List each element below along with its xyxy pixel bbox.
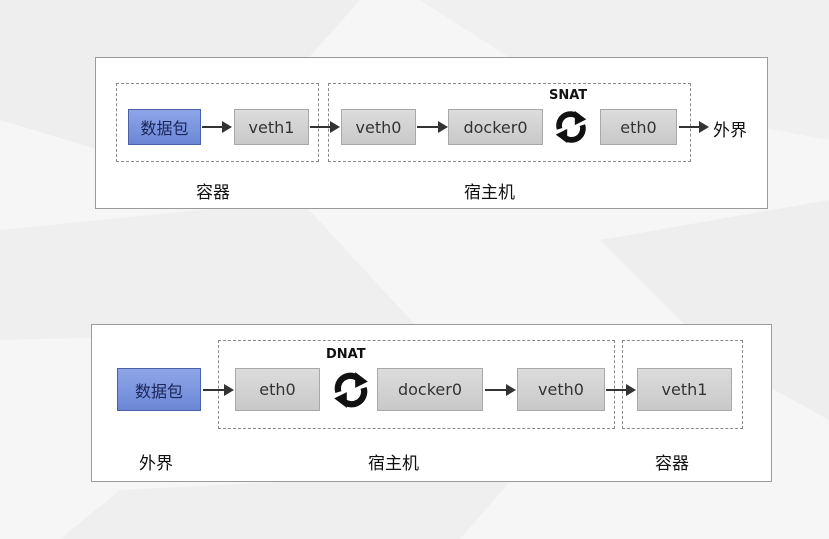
- arrow-docker0-to-veth0: [485, 384, 516, 396]
- docker0-node: docker0: [448, 109, 543, 145]
- veth1-node: veth1: [234, 109, 309, 145]
- arrow-packet-to-veth1: [202, 121, 232, 133]
- host-caption: 宿主机: [368, 454, 419, 474]
- container-group: [622, 340, 743, 429]
- dnat-diagram-panel: 数据包 eth0 DNAT docker0 veth0 veth1 外界 宿主机…: [91, 324, 772, 482]
- eth0-node: eth0: [235, 368, 320, 411]
- packet-node: 数据包: [128, 109, 201, 145]
- veth1-node: veth1: [637, 368, 732, 411]
- cycle-arrows-icon: [334, 372, 368, 408]
- veth0-node: veth0: [341, 109, 416, 145]
- dnat-label: DNAT: [326, 347, 366, 362]
- packet-node: 数据包: [117, 368, 201, 411]
- host-group: [328, 83, 691, 162]
- snat-diagram-panel: 数据包 veth1 veth0 docker0 SNAT eth0 外界 容器 …: [95, 57, 768, 209]
- snat-label: SNAT: [549, 88, 588, 103]
- host-group: [218, 340, 615, 429]
- docker0-node: docker0: [377, 368, 483, 411]
- container-caption: 容器: [196, 183, 230, 203]
- arrow-veth1-to-veth0: [310, 121, 340, 133]
- veth0-node: veth0: [517, 368, 605, 411]
- host-caption: 宿主机: [464, 183, 515, 203]
- container-caption: 容器: [655, 454, 689, 474]
- outside-caption: 外界: [139, 454, 173, 474]
- arrow-veth0-to-veth1: [606, 384, 636, 396]
- arrow-eth0-to-outside: [679, 121, 709, 133]
- outside-label: 外界: [713, 121, 747, 141]
- container-group: [116, 83, 319, 162]
- arrow-veth0-to-docker0: [417, 121, 448, 133]
- eth0-node: eth0: [600, 109, 677, 145]
- cycle-arrows-icon: [555, 110, 587, 144]
- arrow-packet-to-eth0: [203, 384, 234, 396]
